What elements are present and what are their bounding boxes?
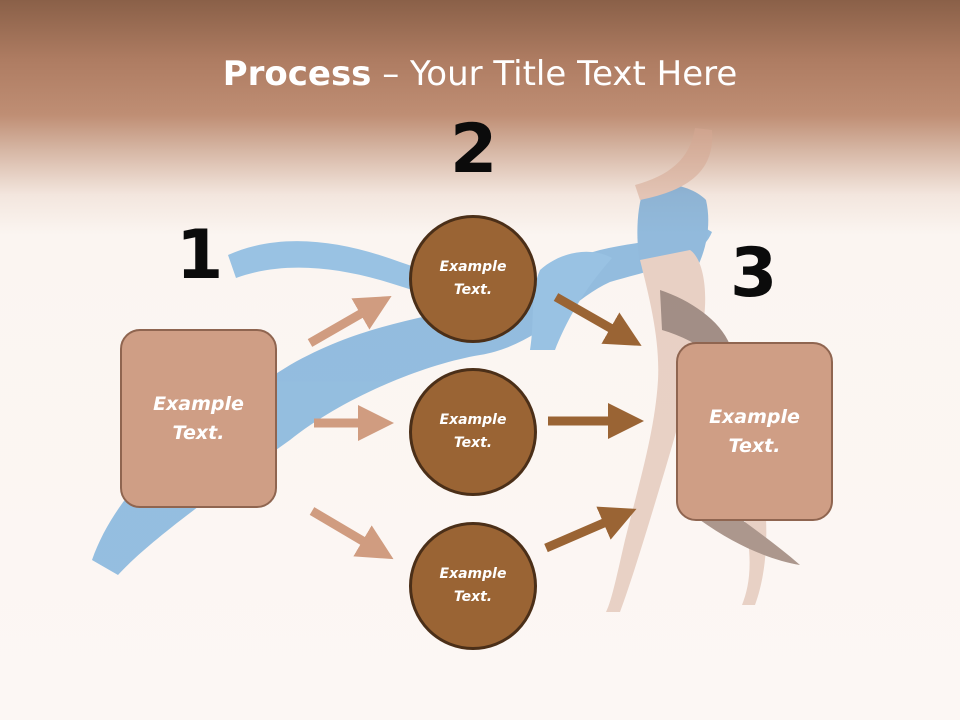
arrow-box-to-circle-top (307, 296, 392, 347)
circle-bottom: Example Text. (409, 522, 537, 650)
right-box: Example Text. (676, 342, 833, 521)
title-bold-part: Process (222, 54, 372, 94)
step-number-3: 3 (730, 234, 778, 313)
circle-top: Example Text. (409, 215, 537, 343)
left-box: Example Text. (120, 329, 277, 508)
left-box-text: Example Text. (153, 392, 244, 444)
step-number-1: 1 (176, 216, 224, 295)
circle-top-text: Example Text. (439, 259, 507, 298)
circle-middle: Example Text. (409, 368, 537, 496)
slide-title: Process – Your Title Text Here (0, 52, 960, 96)
arrow-circle-top-to-box (553, 293, 642, 346)
arrow-circle-bottom-to-box (544, 506, 637, 553)
circle-middle-text: Example Text. (439, 412, 507, 451)
title-rest-part: – Your Title Text Here (371, 54, 738, 94)
right-box-text: Example Text. (709, 405, 800, 457)
arrow-box-to-circle-bottom (309, 507, 394, 560)
circle-bottom-text: Example Text. (439, 566, 507, 605)
step-number-2: 2 (450, 110, 498, 189)
